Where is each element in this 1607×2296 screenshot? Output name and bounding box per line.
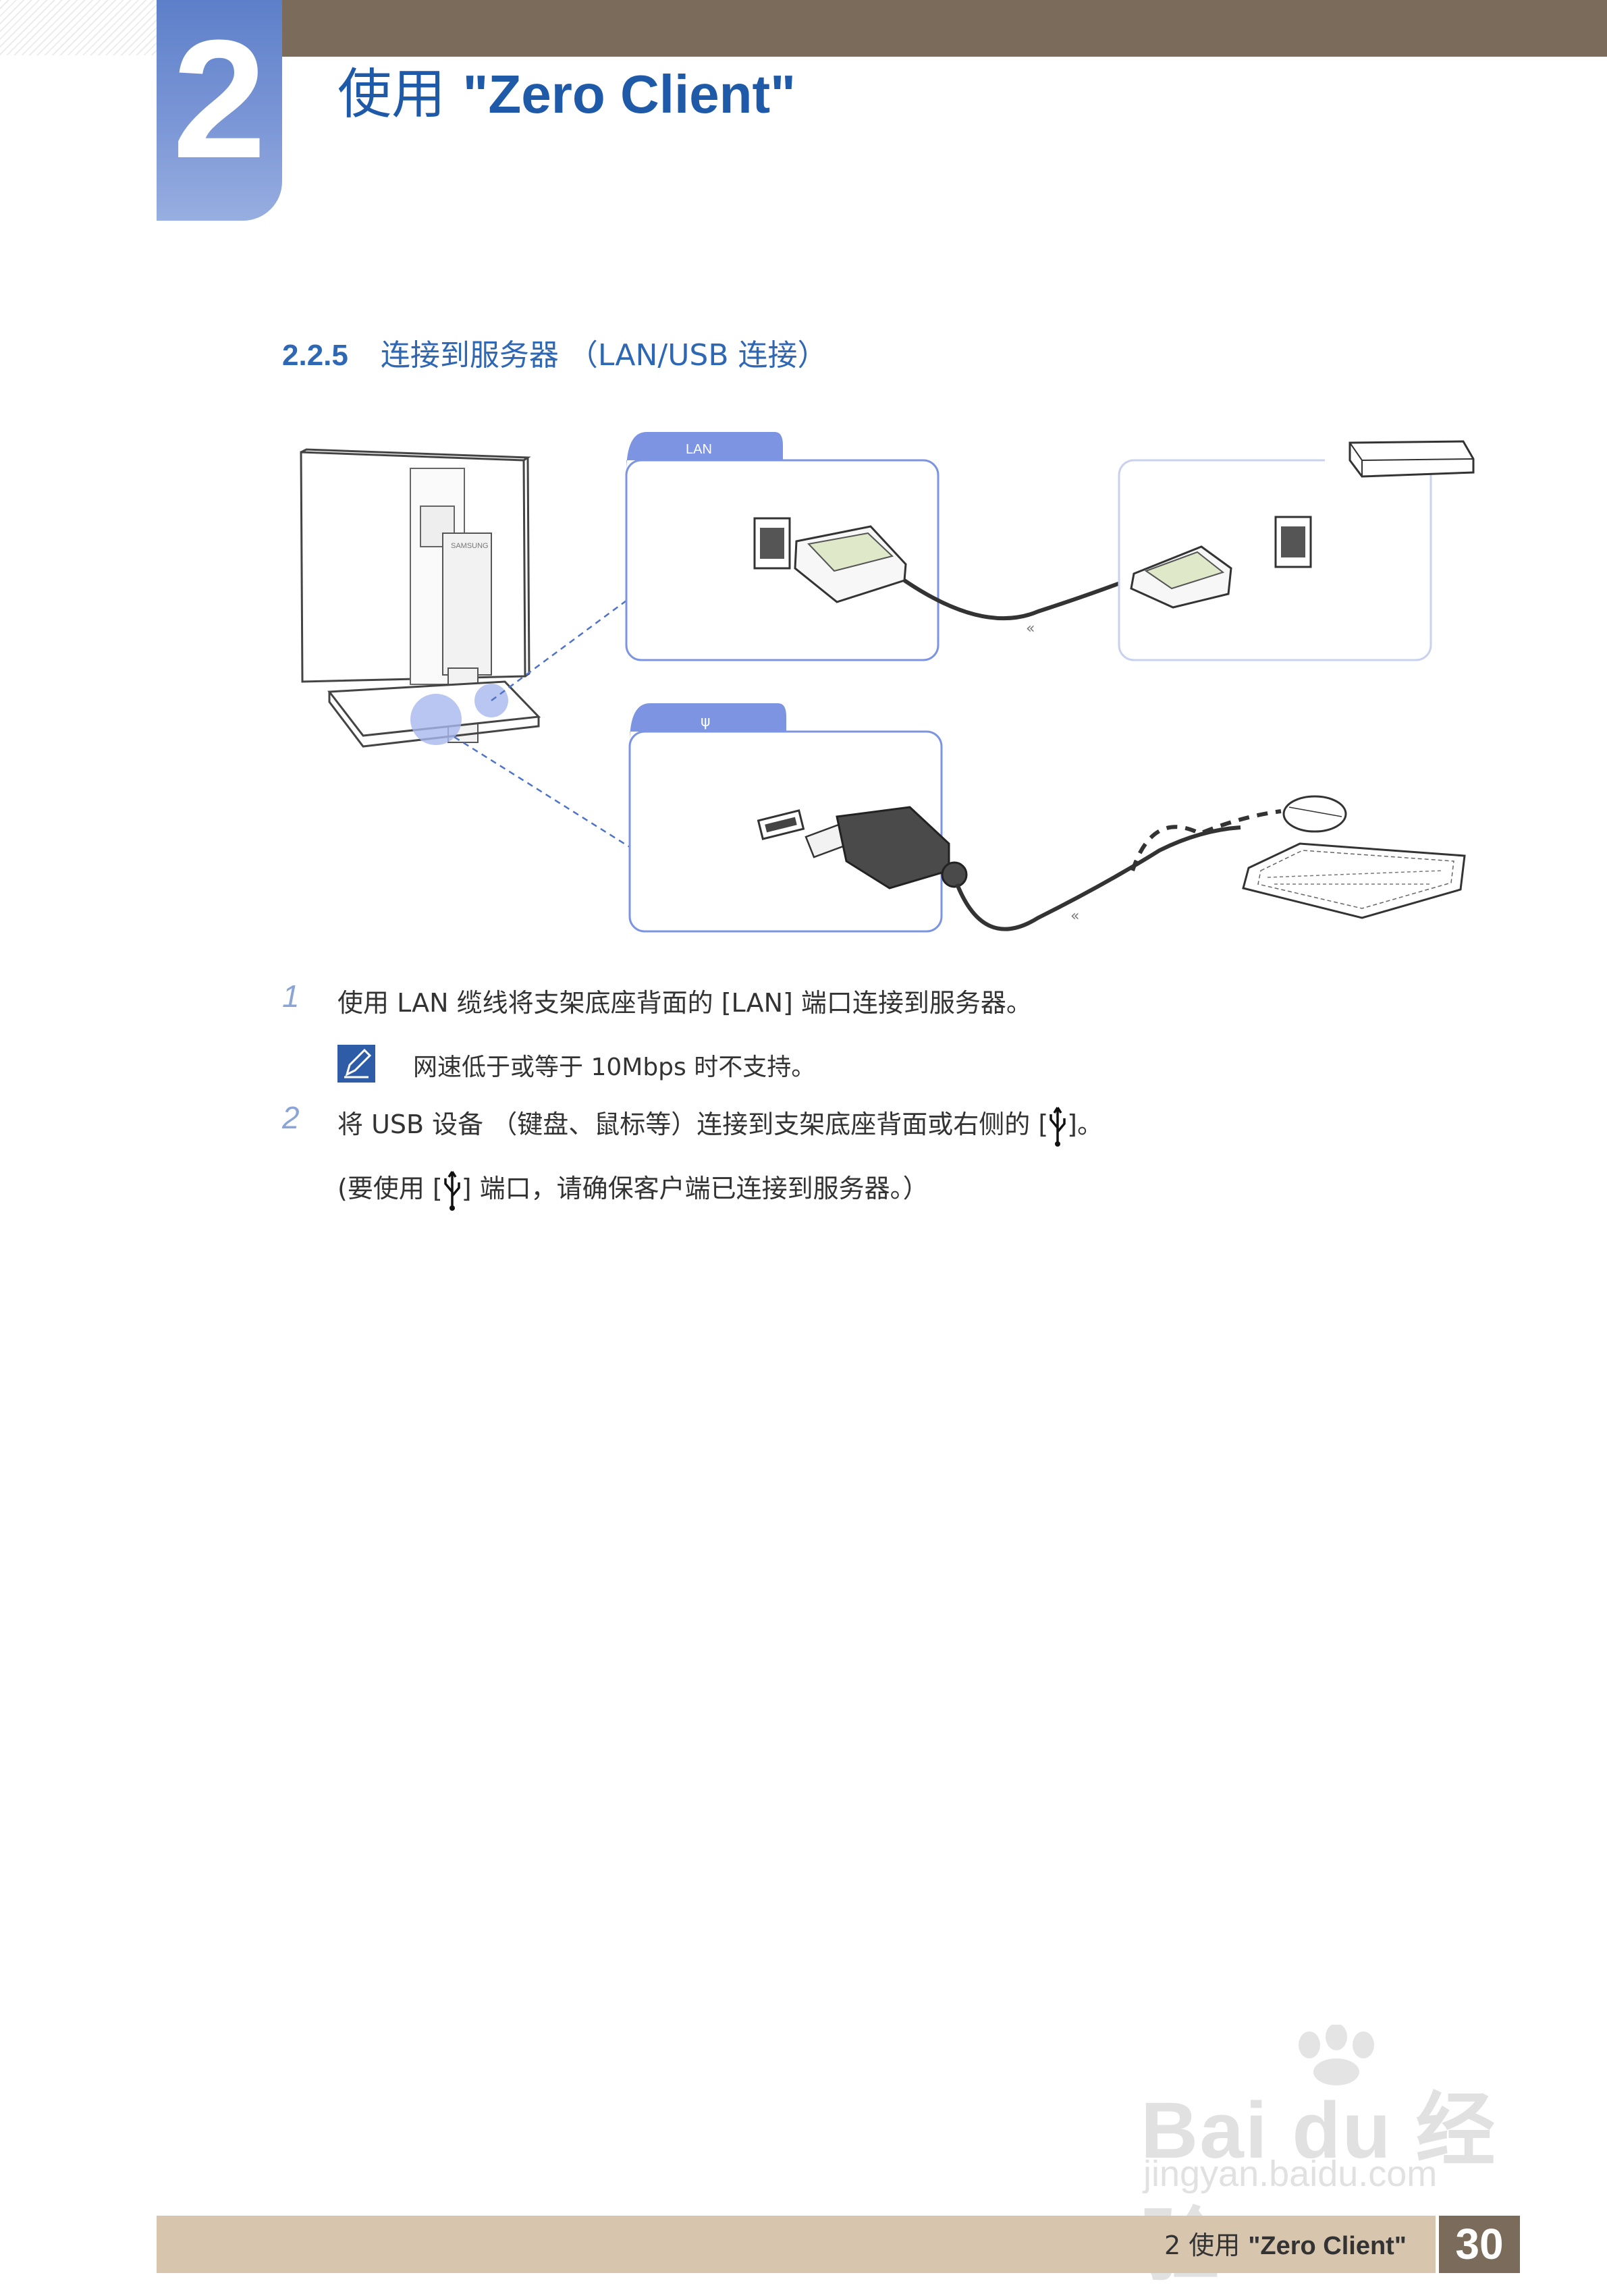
footer-chapter: 2 使用 "Zero Client" <box>1164 2224 1407 2262</box>
step-2-text-before: 将 USB 设备 （键盘、鼠标等）连接到支架底座背面或右侧的 [ <box>337 1110 1049 1139</box>
footer-chapter-name: "Zero Client" <box>1248 2232 1407 2260</box>
paw-icon <box>1299 2025 1374 2085</box>
step-2-text-after: ]。 <box>1067 1110 1103 1139</box>
section-number: 2.2.5 <box>282 339 348 372</box>
chapter-title-name: "Zero Client" <box>462 64 796 124</box>
chapter-tab: 2 <box>157 0 282 221</box>
step-1-number: 1 <box>282 979 300 1014</box>
connection-diagram: SAMSUNG LAN « ψ <box>300 432 1475 933</box>
svg-text:«: « <box>1026 620 1035 637</box>
footer-chapter-label: 2 使用 <box>1164 2231 1249 2260</box>
usb-tab-symbol: ψ <box>701 713 711 730</box>
chapter-title: 使用 "Zero Client" <box>337 62 796 127</box>
monitor-brand-label: SAMSUNG <box>451 542 489 550</box>
note-text: 网速低于或等于 10Mbps 时不支持。 <box>413 1054 816 1081</box>
mouse-illustration <box>1282 795 1347 833</box>
usb-requirement-after: ] 端口，请确保客户端已连接到服务器。） <box>461 1174 929 1203</box>
keyboard-illustration <box>1242 842 1466 919</box>
section-title: 连接到服务器 （LAN/USB 连接） <box>380 338 827 373</box>
usb-port-icon <box>1050 1106 1066 1147</box>
usb-requirement-note: (要使用 [ ] 端口，请确保客户端已连接到服务器。） <box>337 1168 929 1212</box>
note-icon <box>337 1045 375 1083</box>
usb-requirement-before: (要使用 [ <box>337 1174 443 1203</box>
page-number: 30 <box>1439 2216 1520 2273</box>
chapter-title-prefix: 使用 <box>337 63 463 126</box>
header-stripe-decoration <box>0 0 157 55</box>
step-2-text: 将 USB 设备 （键盘、鼠标等）连接到支架底座背面或右侧的 [ ]。 <box>337 1103 1103 1148</box>
baidu-watermark: Bai du 经验 jingyan.baidu.com <box>1134 2025 1512 2291</box>
chapter-number: 2 <box>172 5 267 193</box>
lan-tab-label: LAN <box>686 442 712 457</box>
lan-panel: LAN « <box>625 432 1137 661</box>
step-2-number: 2 <box>282 1100 300 1135</box>
svg-text:«: « <box>1070 908 1079 925</box>
lan-port-highlight <box>410 694 462 745</box>
watermark-url: jingyan.baidu.com <box>1143 2154 1438 2194</box>
header-bar <box>282 0 1607 57</box>
server-panel <box>1118 439 1475 661</box>
step-1-text: 使用 LAN 缆线将支架底座背面的 [LAN] 端口连接到服务器。 <box>337 988 1032 1018</box>
usb-panel: ψ « <box>628 703 1282 933</box>
footer-bar <box>157 2216 1436 2273</box>
usb-port-icon <box>443 1170 460 1211</box>
section-heading: 2.2.5 连接到服务器 （LAN/USB 连接） <box>282 331 827 374</box>
